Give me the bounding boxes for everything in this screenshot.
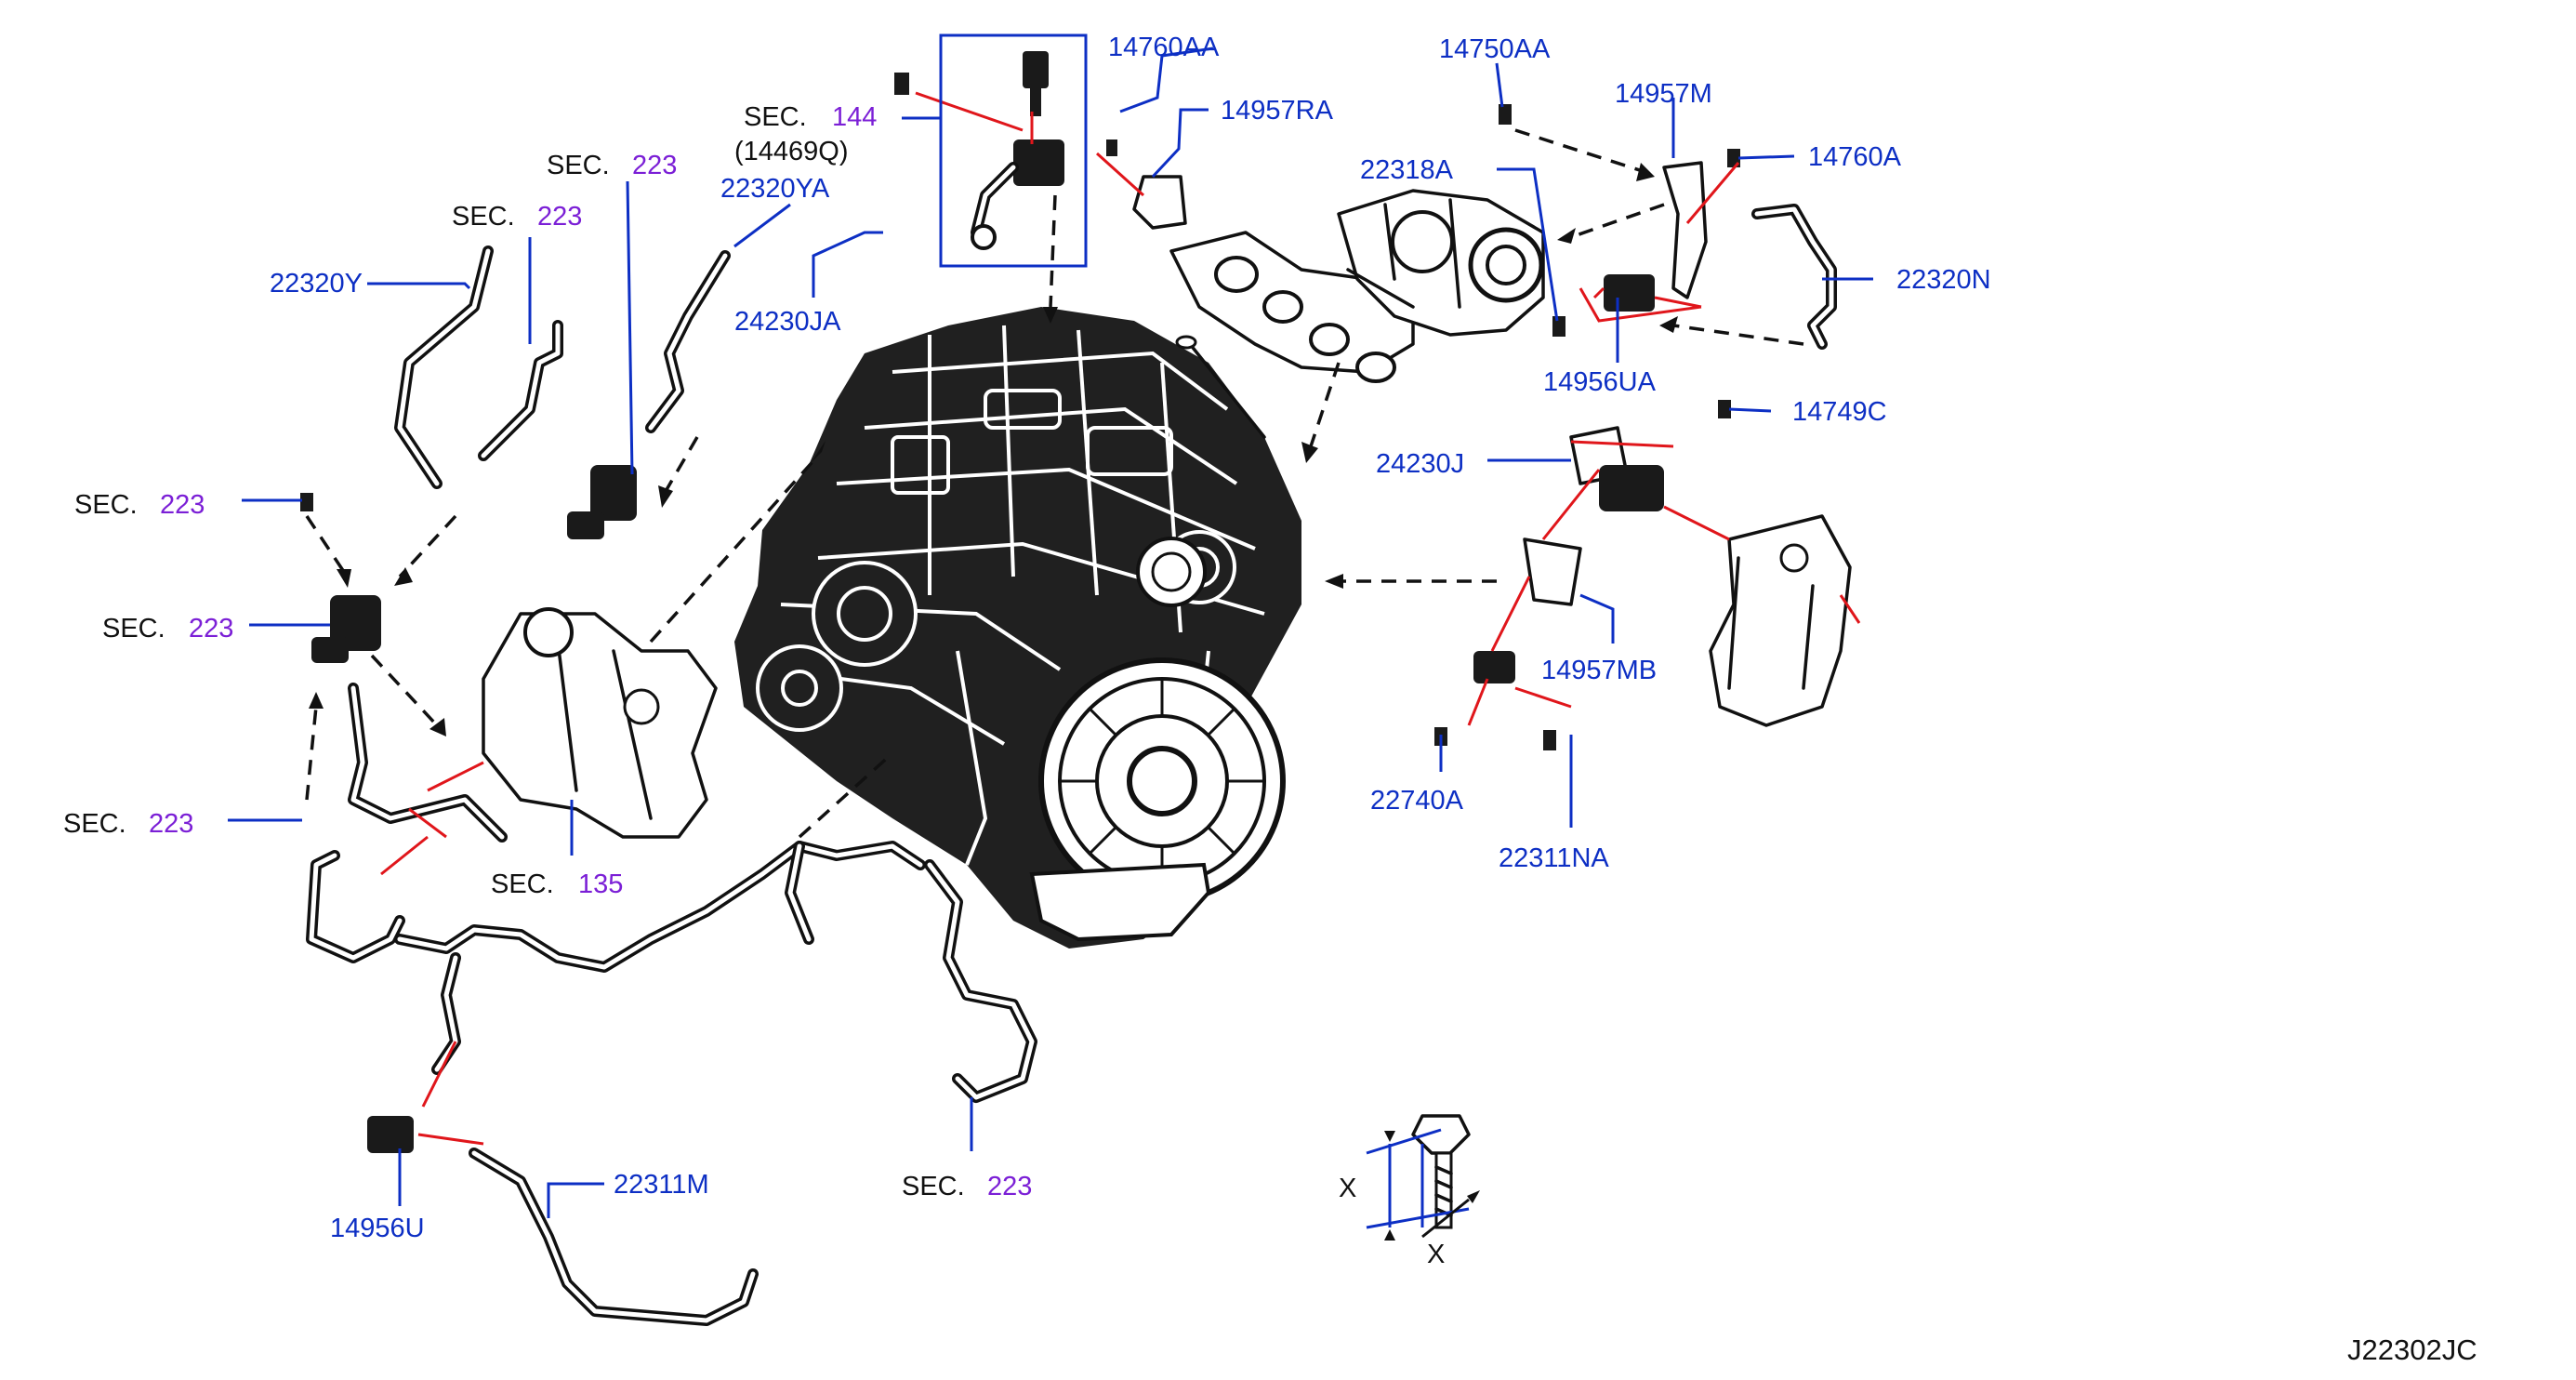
- label-24230J: 24230J: [1376, 449, 1464, 479]
- leader-lines: [228, 46, 1873, 1241]
- label-22740A: 22740A: [1370, 786, 1464, 816]
- dimension-labels: X X: [1339, 1174, 1445, 1269]
- detail-box: [939, 33, 1088, 268]
- label-22320YA: 22320YA: [720, 174, 830, 204]
- bracket-14957MB: [1523, 537, 1582, 606]
- sensor-14956UA: [1604, 274, 1655, 312]
- sec-144-number: 144: [832, 102, 877, 132]
- sec-223-a-number: 223: [632, 151, 677, 180]
- assembly-arrows: [305, 128, 1804, 839]
- bracket-14957RA: [1132, 175, 1187, 230]
- sec-144-prefix: SEC.: [744, 102, 807, 132]
- label-14956UA: 14956UA: [1543, 367, 1657, 397]
- label-22318A: 22318A: [1360, 155, 1454, 185]
- sensor-14760AA: [1023, 51, 1049, 116]
- diagram-reference-code: J22302JC: [2347, 1334, 2477, 1366]
- sec-135-prefix: SEC.: [491, 869, 554, 899]
- label-22311M: 22311M: [614, 1170, 709, 1200]
- turbocharger-manifold: [1169, 189, 1545, 383]
- label-14956U: 14956U: [330, 1214, 425, 1243]
- solenoid-valve-left: [311, 595, 381, 663]
- connector-lines: [380, 91, 1861, 1146]
- bracket-24230J: [1569, 426, 1664, 511]
- sensor-14956U: [367, 1116, 414, 1153]
- sec-223-b-number: 223: [537, 202, 582, 232]
- sec-223-d-prefix: SEC.: [102, 614, 165, 644]
- dimension-x-left: X: [1339, 1174, 1356, 1203]
- pressure-sensor-assembly: [971, 139, 1064, 250]
- bracket-14957M: [1662, 161, 1708, 299]
- label-22320Y: 22320Y: [270, 269, 363, 299]
- sec-223-c-prefix: SEC.: [74, 490, 138, 520]
- sec-223-b-prefix: SEC.: [452, 202, 515, 232]
- sensor-14956U-lower: [1473, 651, 1515, 683]
- bolt-icons: [300, 73, 1740, 750]
- timing-cover-right: [1709, 514, 1852, 727]
- sec-144-subref: (14469Q): [734, 137, 849, 166]
- solenoid-valve-upper: [567, 465, 637, 539]
- sec-223-a-prefix: SEC.: [547, 151, 610, 180]
- sec-223-e-prefix: SEC.: [63, 809, 126, 839]
- label-14760A: 14760A: [1808, 142, 1902, 172]
- label-22320N: 22320N: [1896, 265, 1991, 295]
- label-22311NA: 22311NA: [1499, 843, 1609, 873]
- label-24230JA: 24230JA: [734, 307, 841, 337]
- sec-135-number: 135: [578, 869, 623, 899]
- label-14750AA: 14750AA: [1439, 34, 1551, 64]
- sec-223-c-number: 223: [160, 490, 205, 520]
- hoses: [306, 204, 1837, 1326]
- dimension-x-bottom: X: [1427, 1240, 1445, 1269]
- label-14760AA: 14760AA: [1108, 33, 1220, 62]
- sec-223-d-number: 223: [189, 614, 233, 644]
- label-14957MB: 14957MB: [1541, 656, 1657, 685]
- label-14957RA: 14957RA: [1221, 96, 1334, 126]
- bolt-dimension-icon: [1411, 1114, 1471, 1229]
- sec-223-f-prefix: SEC.: [902, 1172, 965, 1201]
- label-14957M: 14957M: [1615, 79, 1712, 109]
- label-14749C: 14749C: [1792, 397, 1887, 427]
- part-labels: 14760AA 14957RA 14750AA 14957M 14760A 22…: [270, 33, 1991, 1243]
- section-labels: SEC. 144 (14469Q) SEC. 223 SEC. 223 SEC.…: [63, 102, 1032, 1201]
- sec-223-f-number: 223: [987, 1172, 1032, 1201]
- engine-assembly: [734, 307, 1301, 949]
- timing-cover-left: [482, 607, 718, 839]
- sec-223-e-number: 223: [149, 809, 193, 839]
